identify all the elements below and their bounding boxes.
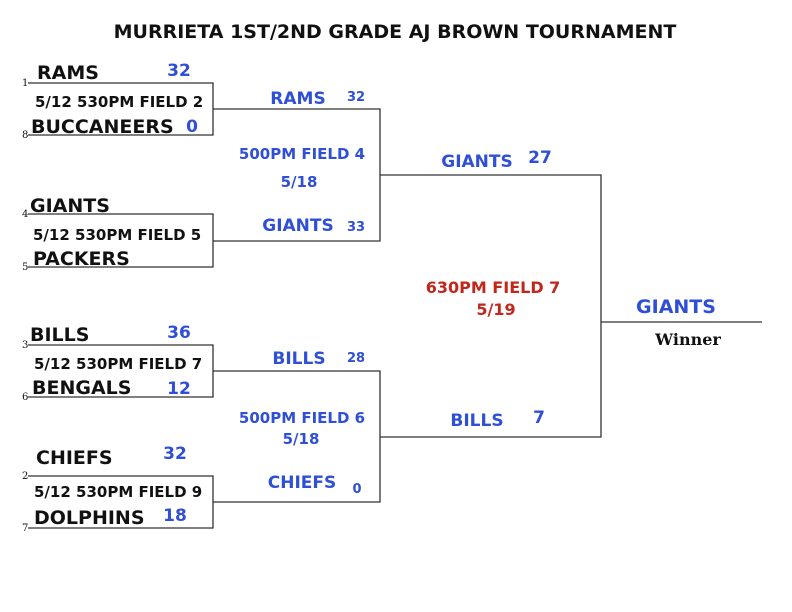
game-time-field: 500PM FIELD 6 [239, 409, 365, 427]
bracket-line-final [380, 174, 602, 438]
team-name: GIANTS [441, 152, 513, 172]
team-name: PACKERS [33, 248, 130, 270]
game-info: 5/12 530PM FIELD 7 [34, 355, 202, 373]
team-name: RAMS [37, 62, 99, 84]
team-score: 32 [347, 90, 365, 105]
team-name: GIANTS [30, 195, 110, 217]
seed-label: 6 [22, 392, 28, 403]
final-match: GIANTS 27 630PM FIELD 7 5/19 BILLS 7 [426, 148, 561, 431]
r1-match-1: 1 RAMS 32 5/12 530PM FIELD 2 8 BUCCANEER… [22, 61, 203, 141]
game-info: 5/12 530PM FIELD 2 [35, 93, 203, 111]
seed-label: 1 [22, 78, 28, 89]
seed-label: 5 [22, 262, 28, 273]
r1-match-2: 4 GIANTS 5/12 530PM FIELD 5 5 PACKERS [22, 195, 201, 273]
team-score: 32 [167, 61, 191, 81]
champion: GIANTS Winner [636, 296, 721, 349]
team-score: 7 [533, 408, 545, 428]
team-score: 36 [167, 323, 191, 343]
seed-label: 8 [22, 130, 28, 141]
team-name: BENGALS [32, 377, 131, 399]
team-score: 0 [352, 482, 361, 497]
r2-match-2: BILLS 28 500PM FIELD 6 5/18 CHIEFS 0 [239, 349, 365, 497]
team-name: BUCCANEERS [31, 116, 174, 138]
game-date: 5/18 [281, 173, 318, 191]
game-time-field: 500PM FIELD 4 [239, 145, 365, 163]
team-score: 27 [528, 148, 552, 168]
seed-label: 7 [22, 523, 28, 534]
team-score: 0 [186, 117, 198, 137]
game-time-field: 630PM FIELD 7 [426, 278, 561, 297]
team-score: 12 [167, 379, 191, 399]
r2-match-1: RAMS 32 500PM FIELD 4 5/18 GIANTS 33 [239, 89, 365, 236]
page-title: MURRIETA 1ST/2ND GRADE AJ BROWN TOURNAME… [114, 21, 677, 43]
seed-label: 4 [22, 209, 28, 220]
team-score: 32 [163, 444, 187, 464]
champion-team: GIANTS [636, 296, 716, 318]
team-name: DOLPHINS [34, 507, 145, 529]
winner-label: Winner [654, 330, 721, 349]
r1-match-3: 3 BILLS 36 5/12 530PM FIELD 7 6 BENGALS … [22, 323, 202, 403]
r1-match-4: 2 CHIEFS 32 5/12 530PM FIELD 9 7 DOLPHIN… [22, 444, 202, 534]
game-date: 5/19 [476, 300, 515, 319]
team-name: CHIEFS [36, 447, 113, 469]
game-date: 5/18 [283, 430, 320, 448]
seed-label: 2 [22, 471, 28, 482]
game-info: 5/12 530PM FIELD 5 [33, 226, 201, 244]
team-score: 28 [347, 351, 365, 366]
team-name: RAMS [270, 89, 325, 109]
team-name: BILLS [30, 324, 89, 346]
team-name: CHIEFS [268, 473, 337, 493]
seed-label: 3 [22, 340, 28, 351]
team-score: 18 [163, 506, 187, 526]
team-name: BILLS [450, 411, 503, 431]
game-info: 5/12 530PM FIELD 9 [34, 483, 202, 501]
team-name: GIANTS [262, 216, 334, 236]
team-name: BILLS [272, 349, 325, 369]
team-score: 33 [347, 220, 365, 235]
